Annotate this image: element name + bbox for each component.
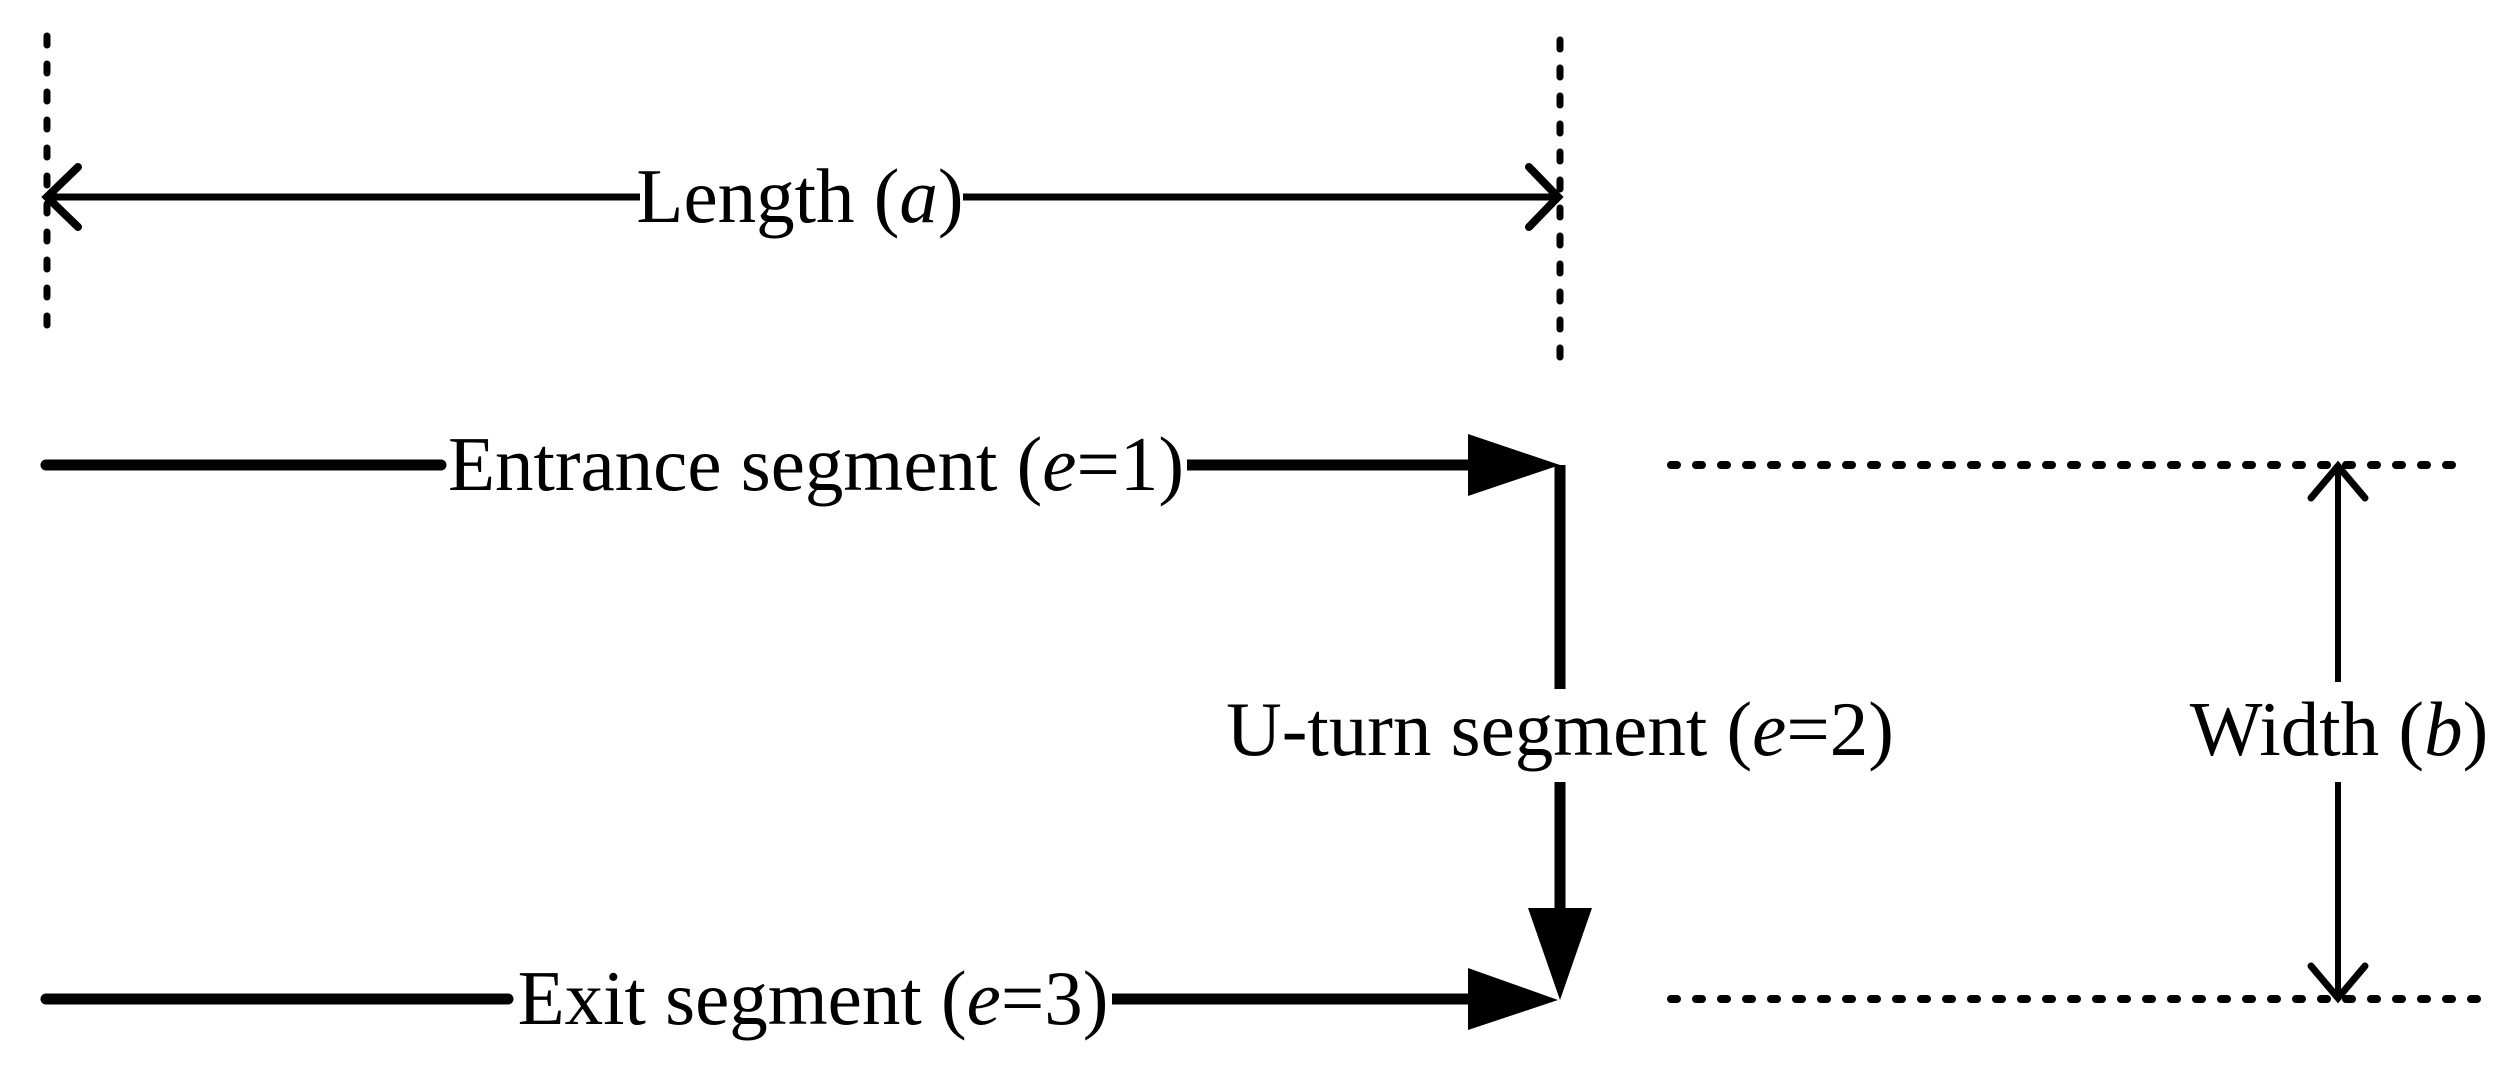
uturn-arrowhead-icon [1528, 908, 1592, 1000]
exit-segment: Exit segment (e=3) [40, 955, 1558, 1041]
exit-label-prefix: Exit segment ( [518, 955, 967, 1041]
width-arrowhead-up-icon [2307, 460, 2369, 502]
entrance-label-suffix: =1) [1076, 421, 1184, 507]
exit-arrowhead-icon [1468, 968, 1558, 1030]
entrance-label-prefix: Entrance segment ( [448, 421, 1042, 507]
uturn-segment: U-turn segment (e=2) [1226, 465, 1894, 1000]
width-label-variable: b [2424, 686, 2463, 772]
width-dimension: Width (b) [1667, 460, 2491, 1004]
entrance-label-variable: e [1042, 421, 1076, 507]
length-dimension: Length (a) [41, 32, 1564, 363]
length-label-prefix: Length ( [636, 153, 899, 239]
uturn-label-suffix: =2) [1786, 686, 1894, 772]
exit-label: Exit segment (e=3) [518, 955, 1109, 1041]
width-arrowhead-down-icon [2307, 962, 2369, 1004]
exit-label-suffix: =3) [1001, 955, 1109, 1041]
length-label-variable: a [899, 153, 938, 239]
width-label-suffix: ) [2463, 686, 2489, 772]
length-arrowhead-left-icon [41, 163, 82, 231]
exit-label-variable: e [967, 955, 1001, 1041]
uturn-label-variable: e [1752, 686, 1786, 772]
width-label: Width (b) [2190, 686, 2488, 772]
length-label: Length (a) [636, 153, 963, 239]
length-arrowhead-right-icon [1525, 163, 1564, 231]
uturn-label: U-turn segment (e=2) [1226, 686, 1894, 772]
entrance-segment: Entrance segment (e=1) [40, 421, 1560, 507]
width-label-prefix: Width ( [2190, 686, 2424, 772]
length-label-suffix: ) [938, 153, 964, 239]
entrance-arrowhead-icon [1468, 434, 1560, 496]
uturn-label-prefix: U-turn segment ( [1226, 686, 1752, 772]
entrance-label: Entrance segment (e=1) [448, 421, 1184, 507]
